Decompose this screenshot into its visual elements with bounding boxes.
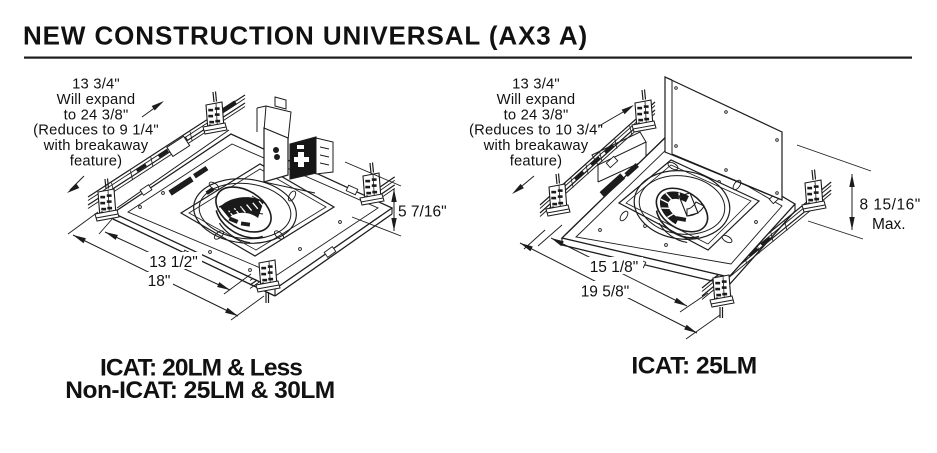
svg-text:(Reduces to 10 3/4": (Reduces to 10 3/4" <box>469 123 603 139</box>
svg-text:with breakaway: with breakaway <box>483 138 589 154</box>
svg-text:5 7/16": 5 7/16" <box>398 204 447 221</box>
svg-text:15 1/8": 15 1/8" <box>590 259 639 276</box>
svg-text:13 3/4": 13 3/4" <box>72 77 120 93</box>
svg-text:feature): feature) <box>70 154 123 170</box>
svg-text:19 5/8": 19 5/8" <box>581 284 630 301</box>
svg-text:13 1/2": 13 1/2" <box>149 254 198 271</box>
svg-text:with breakaway: with breakaway <box>43 138 149 154</box>
svg-text:(Reduces to 9 1/4": (Reduces to 9 1/4" <box>33 123 159 139</box>
svg-text:Will expand: Will expand <box>57 92 136 108</box>
svg-text:13 3/4": 13 3/4" <box>512 77 560 93</box>
svg-text:ICAT: 25LM: ICAT: 25LM <box>631 353 756 380</box>
svg-text:feature): feature) <box>510 154 563 170</box>
svg-text:ICAT: 20LM & Less: ICAT: 20LM & Less <box>100 355 302 382</box>
svg-text:to 24 3/8": to 24 3/8" <box>504 107 569 123</box>
svg-text:8 15/16": 8 15/16" <box>860 197 921 214</box>
svg-text:18": 18" <box>148 273 171 290</box>
svg-text:to 24 3/8": to 24 3/8" <box>64 107 129 123</box>
svg-text:Will expand: Will expand <box>497 92 576 108</box>
svg-text:NEW CONSTRUCTION UNIVERSAL (AX: NEW CONSTRUCTION UNIVERSAL (AX3 A) <box>23 21 588 51</box>
svg-text:Non-ICAT: 25LM & 30LM: Non-ICAT: 25LM & 30LM <box>65 377 334 404</box>
svg-text:Max.: Max. <box>872 216 906 233</box>
